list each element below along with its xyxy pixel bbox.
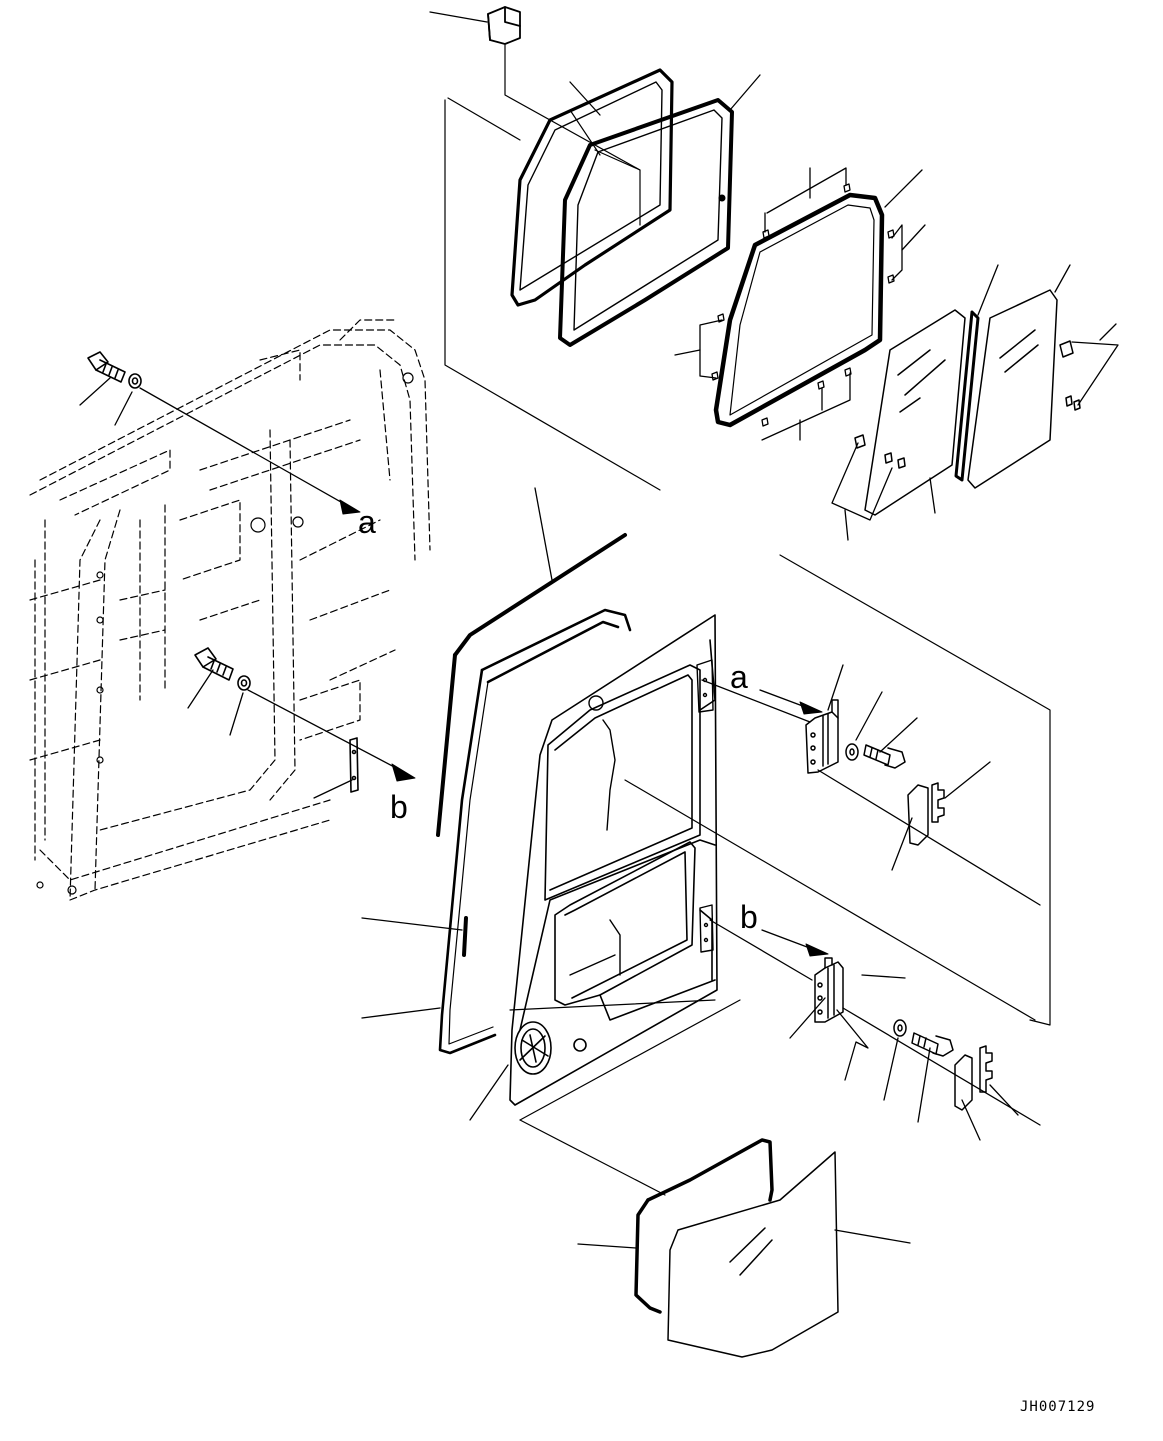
door-vertical-rods — [569, 719, 621, 976]
window-glass — [967, 289, 1058, 489]
clip-lower — [979, 1045, 993, 1093]
bolt-upper — [87, 351, 126, 383]
door-seal — [438, 608, 632, 1055]
door-handle — [514, 1021, 587, 1075]
hinge-lower — [814, 957, 844, 1023]
leader-lines-hinges — [701, 664, 1041, 1141]
hinge-washer-lower — [893, 1019, 907, 1037]
latch-clips — [854, 340, 1081, 469]
window-seal-outer — [510, 68, 674, 307]
window-seal-inner — [558, 98, 734, 347]
callout-b-right: b — [740, 899, 758, 935]
cover-lower — [954, 1054, 973, 1111]
hinge-upper — [805, 699, 839, 774]
drawing-number: JH007129 — [1020, 1399, 1095, 1415]
arrow-b-right — [805, 943, 829, 957]
window-glass-frame — [713, 192, 885, 428]
callout-a-left: a — [358, 504, 376, 540]
door-panel — [509, 614, 718, 1106]
window-strip — [954, 310, 980, 482]
leader-lines-lower — [577, 1229, 911, 1249]
window-pane — [864, 309, 966, 516]
leader-lines-left — [79, 377, 401, 799]
bolt-lower — [194, 647, 234, 681]
door-short-seal — [462, 916, 468, 957]
small-plate — [349, 737, 359, 793]
lower-window-seal — [634, 1138, 774, 1314]
assembly-guide-lines — [444, 97, 1051, 1196]
washer-lower — [237, 675, 251, 691]
leader-lines-door — [361, 487, 553, 1121]
leader-lines-right-upper — [831, 264, 1119, 541]
door-top-rail — [436, 533, 627, 837]
cover-upper — [907, 784, 929, 846]
cab-frame — [29, 319, 431, 901]
callout-b-left: b — [390, 789, 408, 825]
washer-upper — [128, 373, 142, 389]
leader-lines-upper — [569, 74, 926, 441]
hinge-washer-upper — [845, 743, 859, 761]
lower-window-glass — [667, 1151, 839, 1358]
callout-a-right: a — [730, 659, 748, 695]
corner-cap — [487, 6, 521, 45]
clip-upper — [931, 782, 945, 823]
window-glass-frame-inner — [729, 204, 875, 416]
hinge-bolt-lower — [911, 1032, 954, 1057]
leader-cap — [504, 44, 641, 226]
cab-frame-holes — [36, 372, 414, 895]
arrow-a-left — [339, 499, 361, 515]
hinge-bolt-upper — [863, 744, 906, 769]
arrow-b-left — [391, 763, 416, 782]
arrow-a-right — [799, 701, 823, 715]
